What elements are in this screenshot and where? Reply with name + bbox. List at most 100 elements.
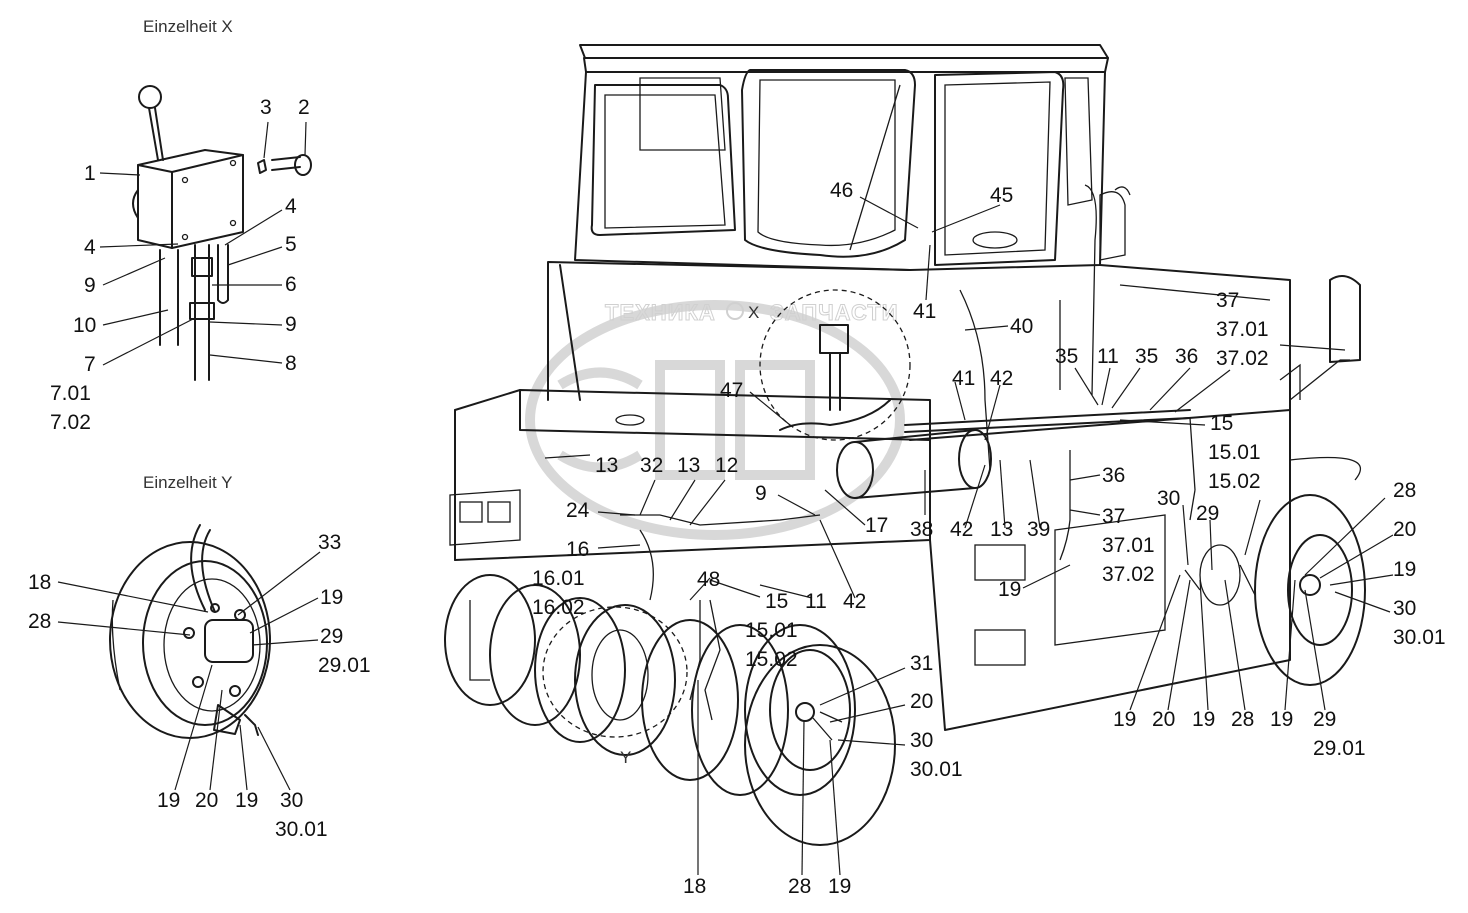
label-1: 1 — [84, 162, 96, 185]
label-13a: 13 — [595, 454, 618, 477]
label-15-01a: 15.01 — [1208, 441, 1261, 464]
label-42b: 42 — [950, 518, 973, 541]
label-16-02: 16.02 — [532, 596, 585, 619]
label-48: 48 — [697, 568, 720, 591]
lever-knob — [138, 85, 162, 109]
label-19a: 19 — [320, 586, 343, 609]
label-3: 3 — [260, 96, 272, 119]
detail-y-title: Einzelheit Y — [143, 473, 232, 492]
label-38: 38 — [910, 518, 933, 541]
label-29-01b: 29.01 — [1313, 737, 1366, 760]
label-19a: 19 — [1393, 558, 1416, 581]
label-15-02b: 15.02 — [745, 648, 798, 671]
label-47: 47 — [720, 379, 743, 402]
label-4b: 4 — [84, 236, 96, 259]
cab-frame — [574, 71, 1106, 271]
detail-x: Einzelheit X 1 2 3 — [50, 17, 312, 434]
detail-x-title: Einzelheit X — [143, 17, 233, 36]
label-18: 18 — [28, 571, 51, 594]
label-37-01a: 37.01 — [1216, 318, 1269, 341]
label-7: 7 — [84, 353, 96, 376]
label-30: 30 — [280, 789, 303, 812]
label-19b: 19 — [157, 789, 180, 812]
label-28b: 28 — [1231, 708, 1254, 731]
rear-tyre-far — [1254, 494, 1366, 686]
label-16-01: 16.01 — [532, 567, 585, 590]
label-19c: 19 — [235, 789, 258, 812]
cab-roof — [579, 44, 1109, 59]
wheel-drum — [109, 541, 271, 739]
label-19c: 19 — [1113, 708, 1136, 731]
label-15a: 15 — [1210, 412, 1233, 435]
label-41a: 41 — [913, 300, 936, 323]
label-36a: 36 — [1175, 345, 1198, 368]
label-9b: 9 — [285, 313, 297, 336]
label-19d: 19 — [1192, 708, 1215, 731]
label-20: 20 — [195, 789, 218, 812]
label-37-02b: 37.02 — [1102, 563, 1155, 586]
label-5: 5 — [285, 233, 297, 256]
label-4a: 4 — [285, 195, 297, 218]
label-10: 10 — [73, 314, 96, 337]
detail-y-callout — [542, 606, 688, 738]
label-28c: 28 — [788, 875, 811, 898]
label-39: 39 — [1027, 518, 1050, 541]
mirror — [1329, 275, 1361, 363]
label-9a: 9 — [84, 274, 96, 297]
label-37-02a: 37.02 — [1216, 347, 1269, 370]
detail-x-callout — [759, 289, 911, 441]
gear-icon — [726, 302, 744, 320]
label-29: 29 — [320, 625, 343, 648]
label-30-01b: 30.01 — [1393, 626, 1446, 649]
label-32: 32 — [640, 454, 663, 477]
rear-tyre-near — [744, 644, 896, 846]
label-19f: 19 — [828, 875, 851, 898]
front-tyre-4 — [574, 604, 676, 756]
label-28a: 28 — [1393, 479, 1416, 502]
hood — [547, 261, 911, 401]
label-30-01c: 30.01 — [910, 758, 963, 781]
roller-machine: Y X — [444, 44, 1446, 898]
label-15-01b: 15.01 — [745, 619, 798, 642]
label-45: 45 — [990, 184, 1013, 207]
label-30c: 30 — [910, 729, 933, 752]
label-19e: 19 — [1270, 708, 1293, 731]
label-30a: 30 — [1157, 487, 1180, 510]
label-29-01: 29.01 — [318, 654, 371, 677]
label-35a: 35 — [1055, 345, 1078, 368]
label-15b: 15 — [765, 590, 788, 613]
front-tyre-2 — [489, 584, 581, 726]
steering-wheel — [972, 231, 1018, 249]
label-8: 8 — [285, 352, 297, 375]
label-20a: 20 — [1393, 518, 1416, 541]
label-20b: 20 — [910, 690, 933, 713]
label-37a: 37 — [1216, 289, 1239, 312]
watermark: ТЕХНИКА ЗАПЧАСТИ — [525, 300, 905, 540]
marker-y: Y — [620, 748, 631, 767]
label-19b: 19 — [998, 578, 1021, 601]
cab-window-left — [590, 84, 736, 236]
label-33: 33 — [318, 531, 341, 554]
front-tyre-3 — [534, 597, 626, 743]
label-42a: 42 — [990, 367, 1013, 390]
windshield — [741, 69, 916, 258]
label-41b: 41 — [952, 367, 975, 390]
label-11b: 11 — [805, 590, 827, 613]
label-29b: 29 — [1313, 708, 1336, 731]
label-42c: 42 — [843, 590, 866, 613]
detail-y: Einzelheit Y 18 28 33 19 29 29.01 19 20 — [28, 473, 371, 841]
label-29a: 29 — [1196, 502, 1219, 525]
front-tyre-1 — [444, 574, 536, 706]
label-40: 40 — [1010, 315, 1033, 338]
label-13c: 13 — [990, 518, 1013, 541]
label-24: 24 — [566, 499, 590, 522]
label-16: 16 — [566, 538, 589, 561]
label-37-01b: 37.01 — [1102, 534, 1155, 557]
label-17: 17 — [865, 514, 888, 537]
label-30b: 30 — [1393, 597, 1416, 620]
label-36b: 36 — [1102, 464, 1125, 487]
label-13b: 13 — [677, 454, 700, 477]
label-46: 46 — [830, 179, 853, 202]
